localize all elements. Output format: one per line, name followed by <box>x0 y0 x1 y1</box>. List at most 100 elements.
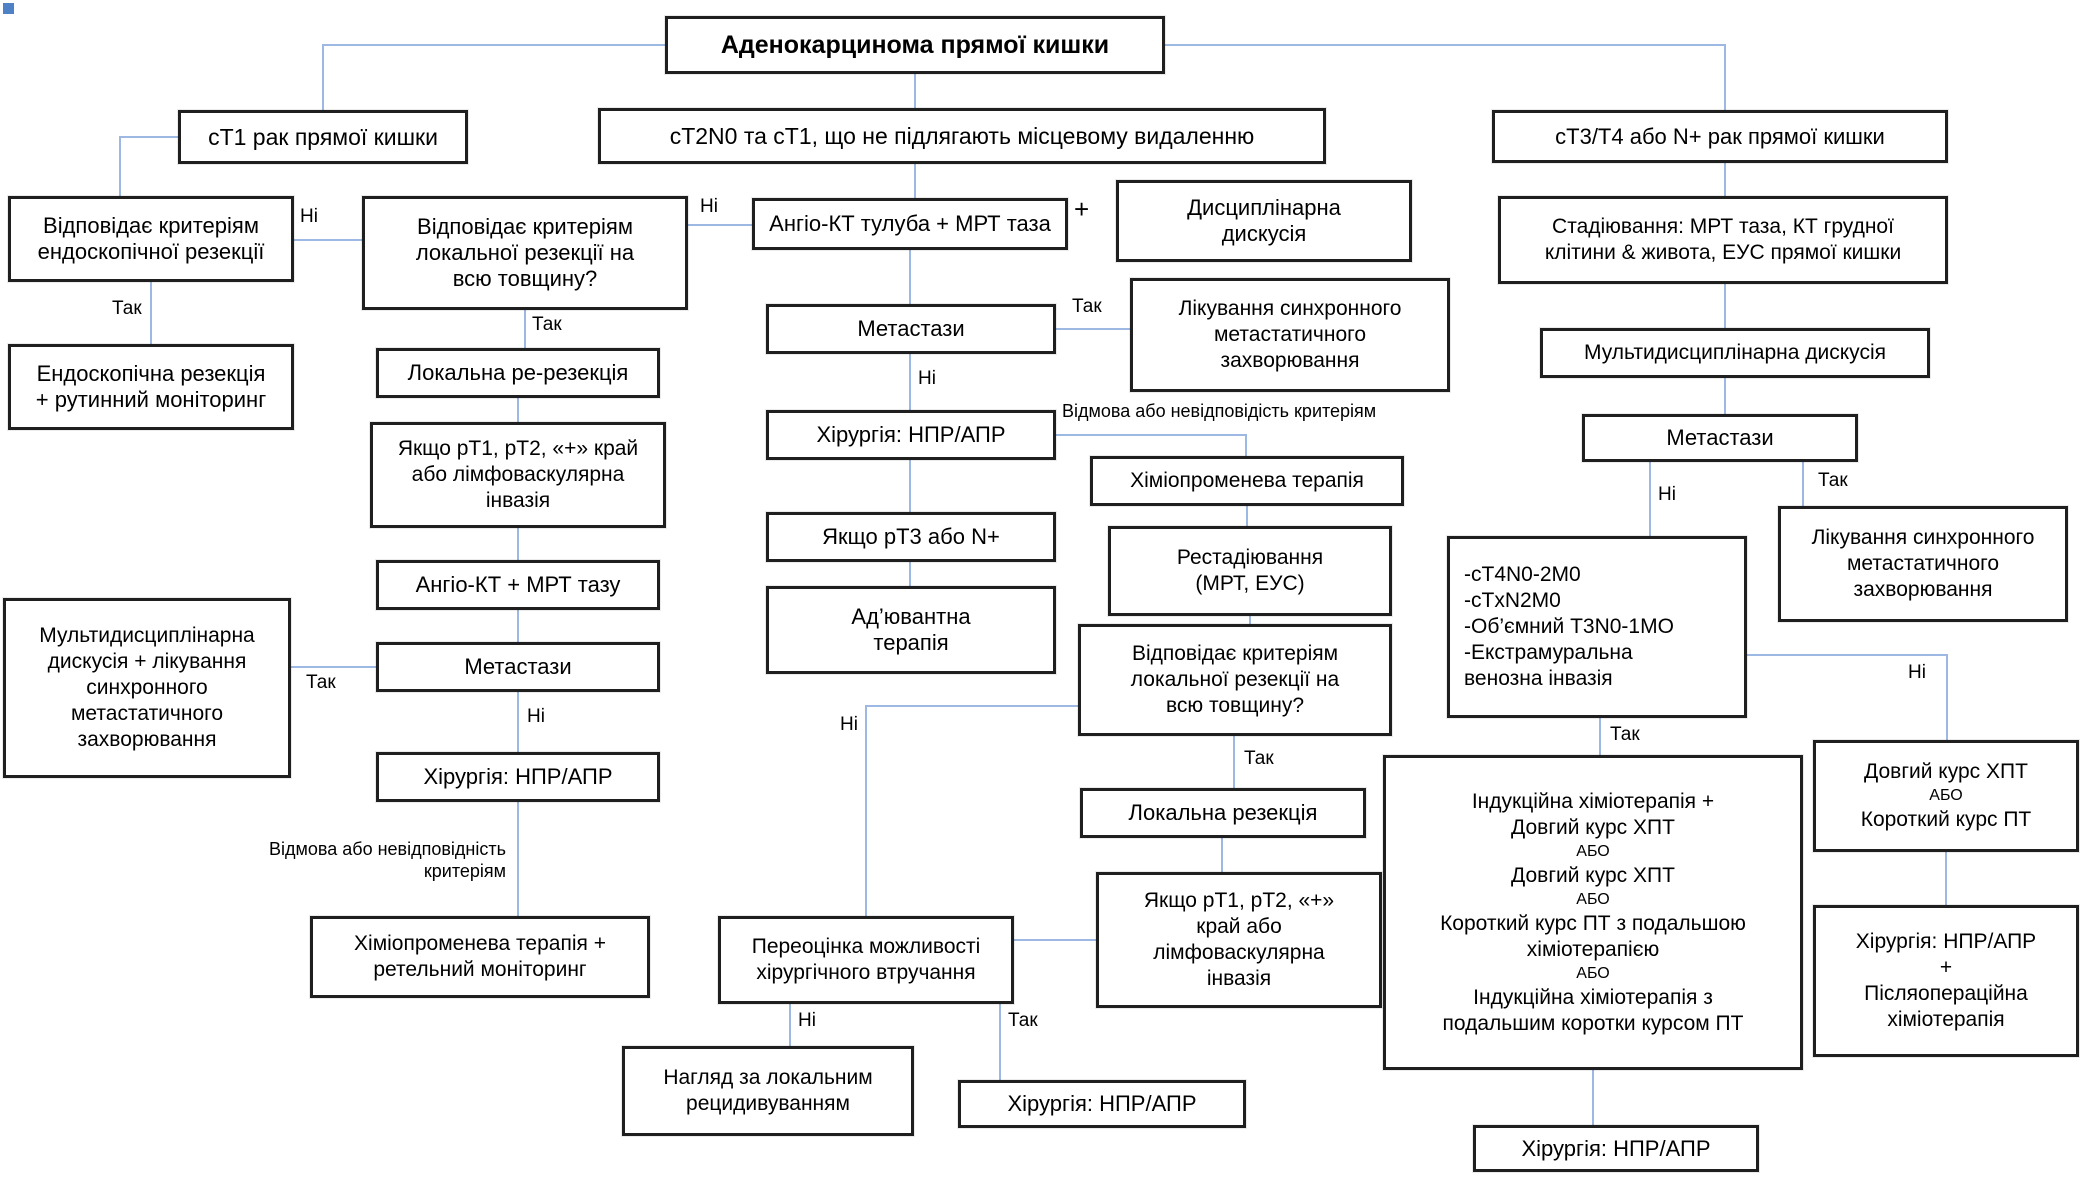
connector-line <box>1246 506 1248 526</box>
label-no-reassess: Ні <box>798 1010 816 1031</box>
label-refusal-center: Відмова або невідповідість критеріям <box>1062 401 1377 421</box>
connector-line <box>909 354 911 410</box>
label-no-advanced: Ні <box>1908 662 1926 683</box>
node-restaging: Рестадіювання(МРТ, ЕУС) <box>1108 526 1392 616</box>
connector-line <box>1649 462 1651 536</box>
node-local-re-resection: Локальна ре-резекція <box>376 348 660 398</box>
connector-line <box>1249 616 1251 624</box>
label-yes-criteria2: Так <box>1244 748 1274 769</box>
node-induction-options: Індукційна хіміотерапія +Довгий курс ХПТ… <box>1383 755 1803 1070</box>
connector-line <box>517 692 519 752</box>
connector-line <box>120 136 178 138</box>
connector-line <box>1056 328 1130 330</box>
node-metastases-left: Метастази <box>376 642 660 692</box>
label-yes-local-reresection: Так <box>532 314 562 335</box>
node-metastases-center: Метастази <box>766 304 1056 354</box>
connector-line <box>1014 939 1096 941</box>
connector-line <box>323 44 667 46</box>
connector-line <box>865 705 867 916</box>
connector-line <box>291 666 376 668</box>
label-no-meta-center: Ні <box>918 368 936 389</box>
connector-line <box>1221 838 1223 872</box>
label-no-criteria2: Ні <box>840 714 858 735</box>
label-yes-meta-center: Так <box>1072 296 1102 317</box>
connector-line <box>517 610 519 642</box>
node-angio-ct-trunk: Ангіо-КТ тулуба + МРТ таза <box>752 198 1068 250</box>
node-title: Аденокарцинома прямої кишки <box>665 16 1165 74</box>
connector-line <box>1233 736 1235 788</box>
connector-line <box>914 74 916 108</box>
node-surgery-left: Хірургія: НПР/АПР <box>376 752 660 802</box>
connector-line <box>909 250 911 304</box>
connector-line <box>999 1004 1001 1080</box>
connector-line <box>1724 44 1726 110</box>
label-no-meta-right: Ні <box>1658 484 1676 505</box>
node-ct2n0-header: cT2N0 та cT1, що не підлягають місцевому… <box>598 108 1326 164</box>
connector-line <box>1945 852 1947 905</box>
connector-line <box>1802 462 1804 506</box>
connector-line <box>1747 654 1947 656</box>
connector-line <box>909 460 911 512</box>
node-chemo-monitoring: Хіміопроменева терапія +ретельний моніто… <box>310 916 650 998</box>
label-yes-advanced: Так <box>1610 724 1640 745</box>
connector-line <box>1724 284 1726 328</box>
connector-line <box>517 398 519 422</box>
node-multidisc-discussion: Мультидисциплінарна дискусія <box>1540 328 1930 378</box>
node-ct1-cancer: cT1 рак прямої кишки <box>178 110 468 164</box>
connector-line <box>524 310 526 348</box>
node-surgery-bottom-center: Хірургія: НПР/АПР <box>958 1080 1246 1128</box>
label-yes-meta-left: Так <box>306 672 336 693</box>
label-refusal-left: Відмова або невідповідність критеріям <box>269 839 506 881</box>
connector-line <box>322 44 324 110</box>
node-if-pt3: Якщо рТ3 або N+ <box>766 512 1056 562</box>
node-chemoradiation: Хіміопроменева терапія <box>1090 456 1404 506</box>
label-no-endo-to-local: Ні <box>300 206 318 227</box>
connector-line <box>1245 434 1247 456</box>
connector-line <box>914 164 916 198</box>
connector-line <box>1165 44 1726 46</box>
node-surgery-bottom-right: Хірургія: НПР/АПР <box>1473 1125 1759 1172</box>
label-yes-endo-resection: Так <box>112 298 142 319</box>
label-plus: + <box>1074 194 1090 224</box>
label-no-meta-left: Ні <box>527 706 545 727</box>
node-advanced-criteria: -cT4N0-2M0-cTxN2M0-Об’ємний T3N0-1MO-Екс… <box>1447 536 1747 718</box>
node-metastases-right: Метастази <box>1582 414 1858 462</box>
label-no-local-to-angio: Ні <box>700 196 718 217</box>
connector-line <box>1724 163 1726 196</box>
label-yes-meta-right: Так <box>1818 470 1848 491</box>
connector-line <box>517 802 519 916</box>
connector-line <box>1592 1070 1594 1125</box>
node-angio-ct-pelvis: Ангіо-КТ + МРТ тазу <box>376 560 660 610</box>
connector-line <box>909 562 911 586</box>
connector-line <box>789 1004 791 1046</box>
connector-line <box>294 239 362 241</box>
connector-line <box>688 224 752 226</box>
connector-line <box>517 528 519 560</box>
connector-line <box>1724 378 1726 414</box>
connector-line <box>1599 718 1601 755</box>
corner-artifact <box>3 3 14 14</box>
connector-line <box>866 705 1078 707</box>
node-local-resection: Локальна резекція <box>1080 788 1366 838</box>
connector-line <box>119 136 121 196</box>
connector-line <box>150 282 152 344</box>
connector-line <box>1946 654 1948 740</box>
node-ct34-header: cT3/T4 або N+ рак прямої кишки <box>1492 110 1948 163</box>
node-surgery-center: Хірургія: НПР/АПР <box>766 410 1056 460</box>
